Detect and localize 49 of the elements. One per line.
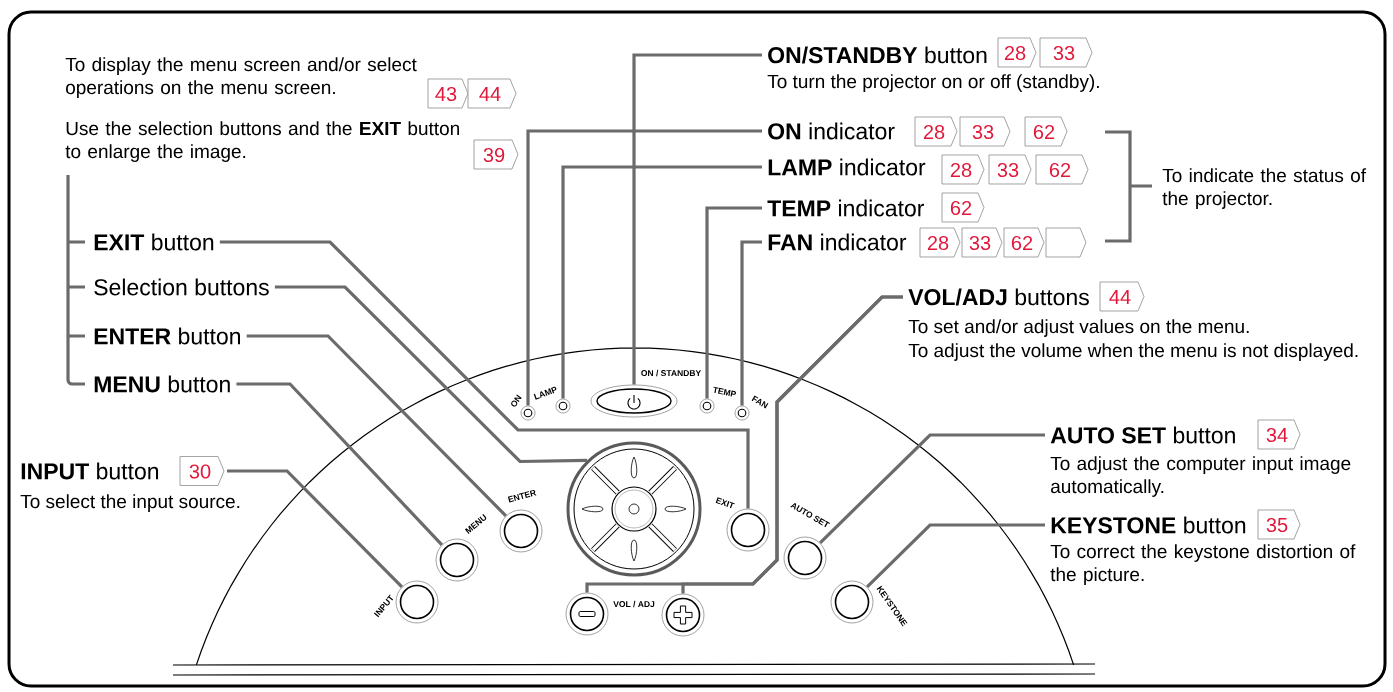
page-tag: 62 bbox=[941, 192, 985, 223]
part-label: AUTO SET button bbox=[1050, 426, 1235, 444]
page-tag: 44 bbox=[1099, 281, 1145, 312]
panel-label: LAMP bbox=[533, 386, 557, 400]
description-text: To turn the projector on or off (standby). bbox=[767, 74, 1099, 92]
part-label: EXIT button bbox=[94, 233, 214, 251]
part-label: ON/STANDBY button bbox=[768, 46, 987, 64]
description-text: Use the selection buttons and the EXIT button to enlarge the image. bbox=[65, 121, 459, 162]
page-tag: 35 bbox=[1257, 509, 1301, 540]
page-tag: 62 bbox=[1003, 227, 1045, 258]
panel-label: TEMP bbox=[713, 386, 737, 397]
page-tag: 28 bbox=[914, 116, 958, 147]
description-text: To set and/or adjust values on the menu. bbox=[908, 319, 1249, 337]
part-label: ON indicator bbox=[768, 122, 895, 140]
page-tag: 62 bbox=[1035, 154, 1089, 185]
page-tag: 39 bbox=[473, 139, 519, 170]
part-label: FAN indicator bbox=[768, 233, 907, 251]
description-text: To adjust the computer input image automatically. bbox=[1050, 456, 1351, 497]
part-label: TEMP indicator bbox=[767, 199, 925, 217]
description-text: To select the input source. bbox=[20, 494, 240, 512]
page-tag: 33 bbox=[988, 154, 1032, 185]
page-tag: 33 bbox=[959, 116, 1011, 147]
panel-label: ON / STANDBY bbox=[641, 369, 701, 377]
description-text: To indicate the status of the projector. bbox=[1162, 168, 1367, 209]
panel-label: VOL / ADJ bbox=[613, 600, 655, 608]
page-tag: 28 bbox=[997, 37, 1037, 68]
part-label: KEYSTONE button bbox=[1051, 516, 1246, 534]
part-label: VOL/ADJ buttons bbox=[908, 288, 1089, 306]
page-tag: 33 bbox=[1039, 37, 1093, 68]
part-label: LAMP indicator bbox=[768, 158, 926, 176]
page-tag: 43 bbox=[427, 78, 469, 109]
part-label: MENU button bbox=[94, 375, 230, 393]
panel-label: EXIT bbox=[715, 497, 735, 509]
page-tag: 62 bbox=[1024, 116, 1068, 147]
part-label: INPUT button bbox=[21, 462, 159, 480]
page-tag: 28 bbox=[941, 154, 985, 185]
part-label: Selection buttons bbox=[94, 278, 269, 296]
panel-label: FAN bbox=[751, 395, 769, 409]
description-text: To correct the keystone distortion of the picture. bbox=[1050, 544, 1356, 585]
description-text: To adjust the volume when the menu is not displayed. bbox=[908, 343, 1358, 361]
page-tag: 44 bbox=[467, 78, 517, 109]
part-label: ENTER button bbox=[94, 327, 240, 345]
page-tag: 28 bbox=[919, 227, 961, 258]
panel-label: ON bbox=[511, 394, 522, 407]
description-text: To display the menu screen and/or select operations on the menu screen. bbox=[65, 57, 417, 98]
page-tag: 34 bbox=[1257, 419, 1301, 450]
page-tag: 30 bbox=[179, 456, 225, 486]
page-tag: 33 bbox=[961, 227, 1003, 258]
panel-label: ENTER bbox=[507, 490, 537, 503]
